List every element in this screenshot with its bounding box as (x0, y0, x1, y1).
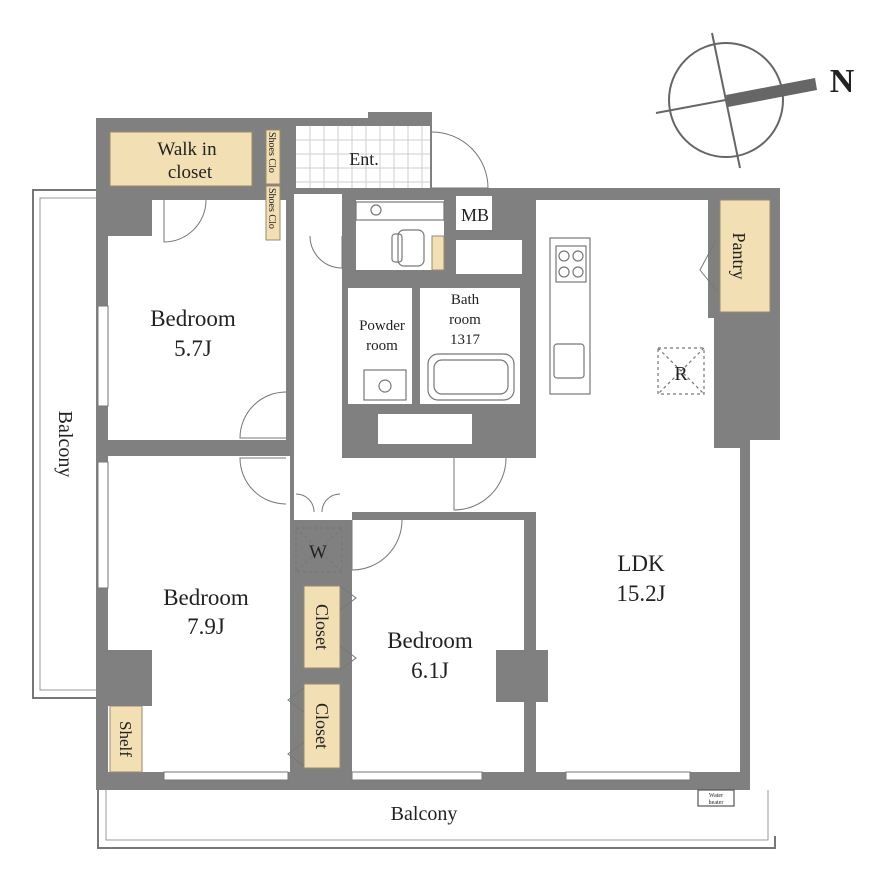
ldk-size: 15.2J (616, 581, 665, 606)
bathtub (427, 353, 515, 401)
bedroom3-name: Bedroom (387, 628, 473, 653)
toilet-sink (370, 204, 382, 216)
mb-label: MB (461, 205, 489, 225)
balcony-west-label: Balcony (54, 411, 76, 478)
entrance-label: Ent. (349, 149, 379, 169)
water-heater-box (697, 789, 735, 807)
toilet-tank (397, 229, 425, 267)
pantry-label: Pantry (729, 233, 749, 280)
burner-1 (558, 250, 570, 262)
walk-in-closet-label-2: closet (168, 162, 213, 183)
washbasin-bowl (378, 379, 392, 393)
fridge-box (657, 347, 705, 395)
water-heater-label-2: heater (709, 800, 724, 806)
bedroom2-size: 7.9J (187, 614, 225, 639)
burner-2 (572, 250, 584, 262)
room-labels: Walk in closet Shoes Clo Shoes Clo Ent. … (54, 132, 749, 825)
balcony-south (97, 790, 776, 849)
toilet-shelf (431, 235, 445, 271)
water-heater-label-1: Water (709, 793, 723, 799)
bedroom2-name: Bedroom (163, 585, 249, 610)
wall-block-bath (472, 404, 536, 458)
burner-4 (572, 266, 584, 278)
closet-2 (303, 683, 341, 769)
bedroom1-name: Bedroom (150, 306, 236, 331)
compass-circle (668, 42, 784, 158)
interior-walls (108, 200, 548, 706)
window-bedroom2-s (163, 771, 289, 781)
window-ldk-s (565, 771, 691, 781)
burner-3 (558, 266, 570, 278)
bedroom3-size: 6.1J (411, 658, 449, 683)
toilet-floor (356, 200, 444, 270)
balcony-south-inner (105, 790, 769, 841)
closet-1 (303, 585, 341, 669)
kitchen-counter (549, 237, 591, 395)
storage-strip-floor (378, 414, 472, 444)
balcony-south-label: Balcony (391, 803, 458, 825)
closet2-label: Closet (312, 703, 332, 749)
washer-label: W (309, 542, 327, 563)
corridor-floor (294, 458, 536, 520)
toilet-counter (355, 201, 445, 221)
ldk-name: LDK (617, 551, 665, 576)
compass-north-letter: N (830, 63, 855, 100)
balcony-south-outer (97, 790, 776, 849)
toilet-bowl (391, 233, 403, 263)
shoes-closet-label-1: Shoes Clo (266, 132, 277, 173)
window-bedroom1 (97, 305, 109, 407)
wall-block-bedroom1 (108, 200, 152, 236)
fridge-label: R (674, 363, 688, 385)
storage-areas (109, 129, 771, 773)
bedroom3-floor (352, 520, 524, 772)
entrance-tiles (296, 126, 430, 188)
window-bedroom2 (97, 461, 109, 589)
shoes-closet-label-2: Shoes Clo (266, 188, 277, 229)
kitchen-sink (553, 343, 585, 379)
wall-column-ldk (496, 650, 548, 702)
mb-floor (456, 196, 492, 230)
window-bedroom3-s (351, 771, 483, 781)
bath-floor (420, 288, 520, 404)
bedroom1-floor (108, 200, 286, 440)
wall-block-bedroom2 (108, 650, 152, 706)
shoes-closet-2 (265, 185, 281, 241)
powder-label-2: room (366, 338, 398, 354)
bath-label-2: room (449, 312, 481, 328)
washbasin (363, 369, 407, 401)
kitchen-floor (546, 236, 590, 396)
stove (555, 245, 587, 283)
closet1-label: Closet (312, 604, 332, 650)
bathtub-inner (433, 359, 509, 395)
washer-box (295, 527, 343, 573)
fixtures (295, 201, 735, 807)
shelf-label: Shelf (116, 721, 135, 757)
powder-label-1: Powder (359, 318, 405, 334)
small-box-floor (456, 240, 522, 274)
bath-label-1: Bath (451, 292, 480, 308)
windows (97, 305, 691, 781)
walk-in-closet (109, 131, 253, 187)
bedroom1-size: 5.7J (174, 336, 212, 361)
walk-in-closet-label-1: Walk in (157, 139, 217, 160)
compass: N (655, 32, 855, 169)
powder-floor (348, 288, 412, 404)
pantry (719, 199, 771, 313)
doors (163, 131, 717, 767)
compass-needle (726, 78, 817, 107)
bath-size: 1317 (450, 332, 481, 348)
niche-floor (552, 200, 586, 224)
shoes-closet-1 (265, 129, 281, 185)
